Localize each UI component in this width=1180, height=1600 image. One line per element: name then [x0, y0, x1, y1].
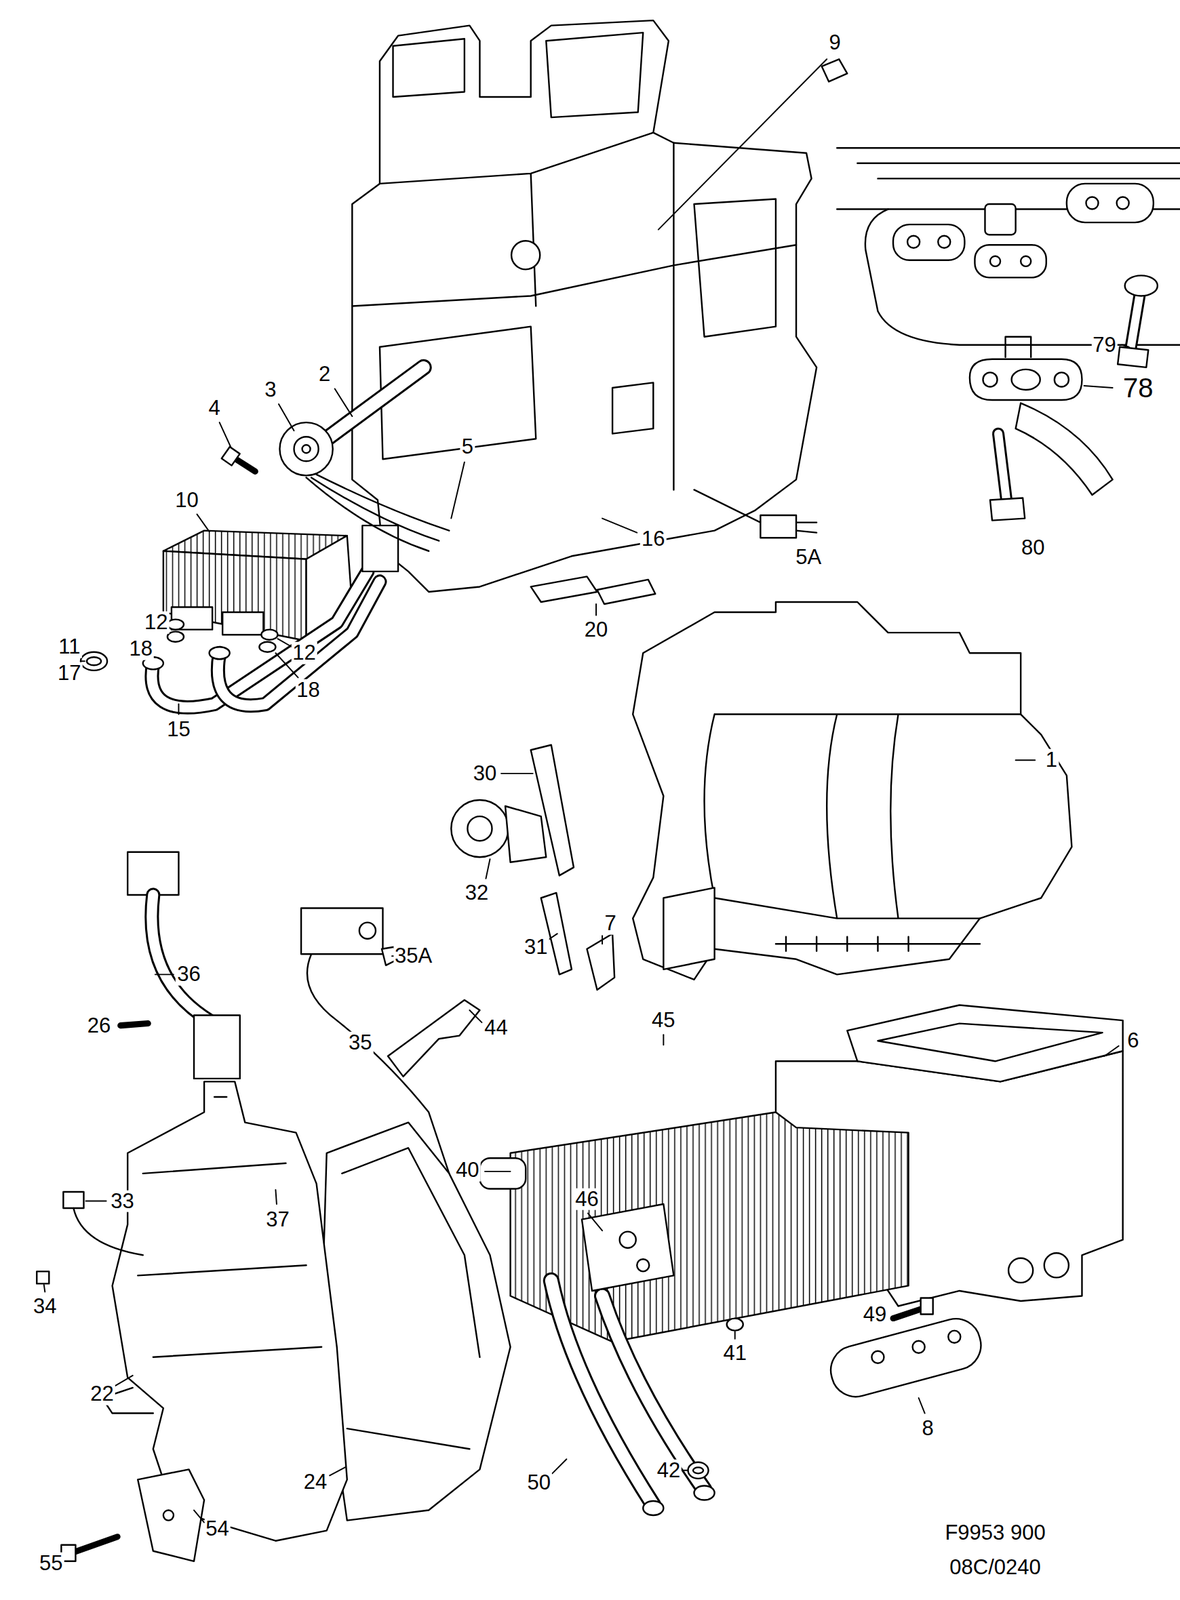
callout-number: 10: [173, 488, 200, 512]
cover: [825, 1313, 987, 1403]
callout-number: 7: [602, 912, 618, 936]
callout-number: 37: [264, 1208, 291, 1231]
callout-number: 30: [472, 762, 498, 786]
callout-number: 35: [347, 1032, 373, 1055]
cover: [321, 1123, 510, 1522]
drawing-code: F9953 900: [943, 1522, 1047, 1545]
callout-number: 5A: [794, 546, 823, 569]
callout-number: 46: [573, 1188, 600, 1211]
callout-number: 26: [86, 1014, 112, 1037]
callout-number: 31: [522, 936, 549, 959]
callout-number: 15: [165, 718, 192, 742]
callout-number: 2: [317, 363, 332, 386]
callout-number: 45: [650, 1009, 677, 1033]
callout-number: 20: [583, 618, 609, 641]
callout-number: 12: [290, 642, 317, 665]
blower-housing: [632, 602, 1072, 980]
callout-number: 11: [56, 636, 82, 659]
callout-number: 50: [525, 1472, 552, 1495]
leader-lines: [44, 59, 1130, 1523]
callout-number: 44: [482, 1016, 509, 1039]
callout-number: 49: [861, 1303, 888, 1326]
callout-number: 12: [143, 611, 169, 635]
evaporator-core: [510, 1112, 909, 1343]
cover: [112, 1081, 348, 1541]
callout-number: 24: [302, 1470, 329, 1494]
callout-number: 42: [655, 1460, 682, 1483]
callout-number: 6: [1125, 1030, 1140, 1053]
callout-number: 4: [206, 397, 222, 420]
callout-number: 5: [460, 436, 475, 459]
callout-number: 32: [463, 882, 490, 905]
heater-housing: [351, 20, 817, 593]
callout-number: 54: [204, 1517, 230, 1541]
callout-number: 40: [454, 1159, 481, 1183]
callout-number: 8: [920, 1418, 936, 1441]
callout-number: 22: [88, 1383, 115, 1406]
grommet: [969, 359, 1083, 401]
callout-number: 17: [56, 662, 83, 685]
callout-number: 1: [1044, 749, 1059, 772]
callout-number: 33: [109, 1190, 135, 1213]
callout-number: 36: [175, 963, 202, 987]
callout-number: 18: [295, 678, 321, 702]
callout-number: 78: [1121, 373, 1155, 403]
callout-number: 80: [1019, 537, 1046, 560]
callout-number: 41: [721, 1342, 748, 1366]
callout-number: 16: [640, 527, 666, 550]
callout-number: 35A: [393, 945, 434, 968]
callout-number: 55: [37, 1552, 64, 1576]
callout-number: 18: [127, 638, 154, 661]
callout-number: 9: [828, 31, 843, 55]
callout-number: 34: [31, 1295, 58, 1318]
drawing-code: 08C/0240: [948, 1557, 1042, 1580]
callout-number: 3: [263, 379, 278, 402]
callout-number: 79: [1091, 333, 1117, 357]
